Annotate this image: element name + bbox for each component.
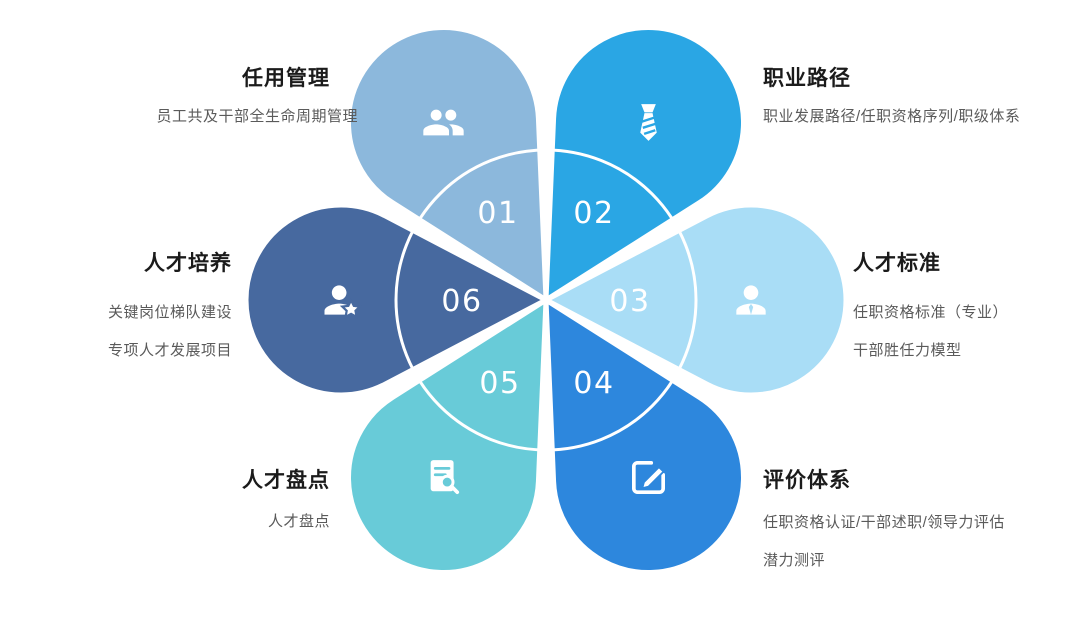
petal-numbers: 01 02 03 04 05 06 xyxy=(441,196,650,401)
petal-subtitle-line: 员工共及干部全生命周期管理 xyxy=(156,108,358,125)
petal-subtitle-line: 任职资格认证/干部述职/领导力评估 xyxy=(763,514,1005,531)
petal-number-03: 03 xyxy=(609,284,650,319)
petal-subtitle-line: 任职资格标准（专业） xyxy=(853,304,1009,321)
petal-subtitle-line: 职业发展路径/任职资格序列/职级体系 xyxy=(763,108,1021,125)
petal-number-01: 01 xyxy=(477,196,518,231)
petal-number-06: 06 xyxy=(441,284,482,319)
petal-subtitle-line: 关键岗位梯队建设 xyxy=(107,304,232,321)
petal-title: 评价体系 xyxy=(763,469,851,492)
label-block-career-path: 职业路径 职业发展路径/任职资格序列/职级体系 xyxy=(763,62,1075,126)
petal-number-04: 04 xyxy=(573,366,614,401)
petal-number-05: 05 xyxy=(479,366,520,401)
label-block-talent-development: 人才培养 关键岗位梯队建设 专项人才发展项目 xyxy=(0,247,232,370)
petal-title: 任用管理 xyxy=(242,67,330,90)
petal-subtitle-line: 人才盘点 xyxy=(267,513,330,530)
petal-title: 人才培养 xyxy=(144,252,232,275)
petal-title: 人才盘点 xyxy=(242,469,330,492)
label-block-talent-standard: 人才标准 任职资格标准（专业） 干部胜任力模型 xyxy=(853,247,1081,370)
petal-01 xyxy=(346,24,549,303)
petal-subtitle-line: 干部胜任力模型 xyxy=(853,342,962,359)
petal-number-02: 02 xyxy=(573,196,614,231)
petal-subtitle-line: 专项人才发展项目 xyxy=(107,342,232,359)
petal-05 xyxy=(346,297,549,576)
label-block-evaluation: 评价体系 任职资格认证/干部述职/领导力评估 潜力测评 xyxy=(763,464,1081,580)
petal-subtitle-line: 潜力测评 xyxy=(763,552,826,569)
label-block-appointment: 任用管理 员工共及干部全生命周期管理 xyxy=(60,62,358,126)
petal-02 xyxy=(543,24,746,303)
flower-graphic: 01 02 03 04 05 06 xyxy=(243,24,849,576)
document-search-icon xyxy=(428,458,460,495)
petal-04 xyxy=(543,297,746,576)
petal-title: 人才标准 xyxy=(853,252,941,275)
petal-title: 职业路径 xyxy=(763,67,851,90)
label-block-talent-review: 人才盘点 人才盘点 xyxy=(60,464,330,531)
petal-ring xyxy=(243,24,849,576)
center-ring xyxy=(394,148,698,452)
